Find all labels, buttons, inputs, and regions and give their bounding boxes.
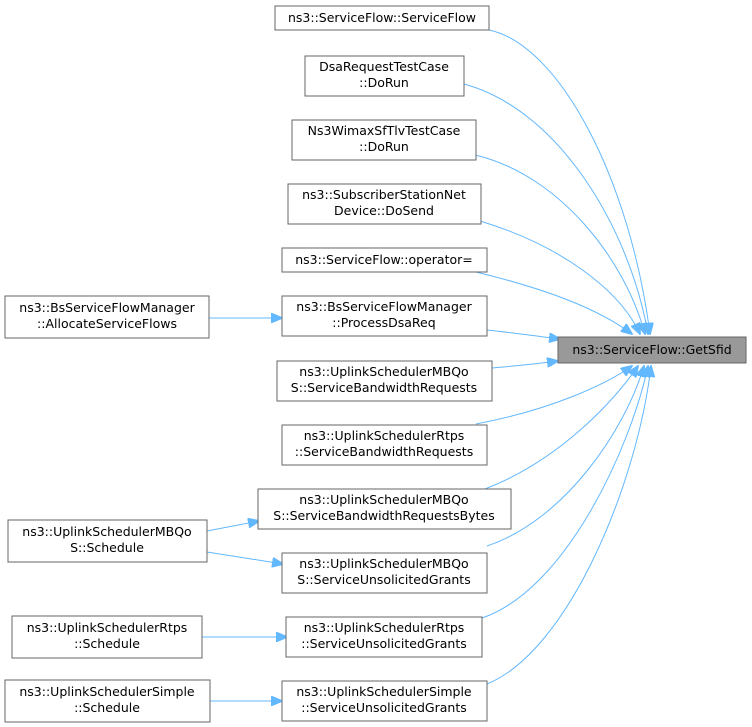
edge-mbqos-servicebandwidthrequestsbytes	[484, 366, 638, 490]
caller-label: S::ServiceBandwidthRequests	[291, 380, 477, 395]
edge-simple-serviceunsolicitedgrants	[486, 366, 651, 685]
edge-mbqos-schedule-grants	[206, 551, 283, 564]
caller-node-mbqos-servicebandwidthrequestsbytes[interactable]: ns3::UplinkSchedulerMBQo S::ServiceBandw…	[257, 488, 512, 530]
caller-label: ns3::UplinkSchedulerMBQo	[299, 364, 468, 379]
edge-mbqos-servicebandwidthrequests	[491, 361, 558, 369]
caller-node-operator-assign[interactable]: ns3::ServiceFlow::operator=	[281, 247, 488, 273]
edge-mbqos-serviceunsolicitedgrants	[486, 366, 644, 547]
caller-label: Ns3WimaxSfTlvTestCase	[308, 123, 461, 138]
caller-label: DsaRequestTestCase	[319, 59, 449, 74]
outer-caller-label: ns3::BsServiceFlowManager	[19, 300, 195, 315]
edge-rtps-servicebandwidthrequests	[475, 366, 632, 425]
edge-rtps-serviceunsolicitedgrants	[481, 366, 648, 619]
caller-node-rtps-servicebandwidthrequests[interactable]: ns3::UplinkSchedulerRtps ::ServiceBandwi…	[281, 424, 488, 466]
outer-caller-label: ::Schedule	[74, 700, 140, 715]
outer-node-simple-schedule[interactable]: ns3::UplinkSchedulerSimple ::Schedule	[4, 679, 211, 723]
caller-node-processdsareq[interactable]: ns3::BsServiceFlowManager ::ProcessDsaRe…	[281, 295, 488, 337]
caller-label: ns3::UplinkSchedulerRtps	[304, 428, 465, 443]
caller-label: ::ServiceBandwidthRequests	[295, 444, 473, 459]
caller-node-serviceflow-ctor[interactable]: ns3::ServiceFlow::ServiceFlow	[274, 5, 490, 31]
outer-caller-label: ::Schedule	[74, 636, 140, 651]
caller-node-simple-serviceunsolicitedgrants[interactable]: ns3::UplinkSchedulerSimple ::ServiceUnso…	[281, 680, 488, 722]
caller-label: S::ServiceBandwidthRequestsBytes	[273, 508, 494, 523]
outer-caller-label: S::Schedule	[70, 540, 144, 555]
caller-label: ::ServiceUnsolicitedGrants	[301, 636, 467, 651]
caller-label: ns3::BsServiceFlowManager	[296, 299, 472, 314]
caller-node-mbqos-serviceunsolicitedgrants[interactable]: ns3::UplinkSchedulerMBQo S::ServiceUnsol…	[281, 552, 488, 594]
edge-operator-assign	[475, 271, 632, 334]
caller-node-subscriberstation-dosend[interactable]: ns3::SubscriberStationNet Device::DoSend	[287, 183, 482, 225]
outer-node-rtps-schedule[interactable]: ns3::UplinkSchedulerRtps ::Schedule	[11, 615, 203, 659]
edge-mbqos-schedule-bytes	[206, 521, 259, 532]
caller-node-mbqos-servicebandwidthrequests[interactable]: ns3::UplinkSchedulerMBQo S::ServiceBandw…	[276, 360, 493, 402]
caller-node-ns3wimaxsftlv-dorun[interactable]: Ns3WimaxSfTlvTestCase ::DoRun	[291, 119, 477, 161]
caller-label: ns3::UplinkSchedulerRtps	[304, 620, 465, 635]
target-node-label: ns3::ServiceFlow::GetSfid	[572, 342, 731, 357]
caller-node-dsarequest-dorun[interactable]: DsaRequestTestCase ::DoRun	[304, 55, 465, 97]
caller-label: ns3::UplinkSchedulerMBQo	[299, 492, 468, 507]
caller-label: ::ServiceUnsolicitedGrants	[301, 700, 467, 715]
outer-caller-label: ns3::UplinkSchedulerRtps	[27, 620, 188, 635]
caller-label: S::ServiceUnsolicitedGrants	[297, 572, 470, 587]
caller-label: ns3::UplinkSchedulerSimple	[296, 684, 472, 699]
edge-ns3wimaxsftlv-dorun	[474, 154, 645, 334]
outer-node-mbqos-schedule[interactable]: ns3::UplinkSchedulerMBQo S::Schedule	[7, 519, 208, 563]
edge-processdsareq	[486, 329, 560, 339]
caller-label: ns3::UplinkSchedulerMBQo	[299, 556, 468, 571]
target-node[interactable]: ns3::ServiceFlow::GetSfid	[557, 336, 747, 364]
caller-label: ns3::ServiceFlow::ServiceFlow	[288, 10, 476, 25]
caller-label: ns3::SubscriberStationNet	[302, 187, 466, 202]
outer-caller-label: ::AllocateServiceFlows	[37, 316, 177, 331]
caller-node-rtps-serviceunsolicitedgrants[interactable]: ns3::UplinkSchedulerRtps ::ServiceUnsoli…	[285, 616, 483, 658]
caller-label: ::DoRun	[359, 75, 409, 90]
outer-caller-label: ns3::UplinkSchedulerMBQo	[22, 524, 191, 539]
outer-node-allocateserviceflows[interactable]: ns3::BsServiceFlowManager ::AllocateServ…	[4, 295, 210, 339]
caller-label: ::ProcessDsaReq	[332, 315, 435, 330]
outer-caller-label: ns3::UplinkSchedulerSimple	[19, 684, 195, 699]
caller-label: ::DoRun	[359, 139, 409, 154]
edge-serviceflow-ctor	[488, 29, 650, 334]
edge-subscriberstation-dosend	[479, 220, 640, 334]
edge-dsarequest-dorun	[463, 83, 648, 334]
caller-label: ns3::ServiceFlow::operator=	[295, 252, 473, 267]
caller-label: Device::DoSend	[334, 203, 434, 218]
